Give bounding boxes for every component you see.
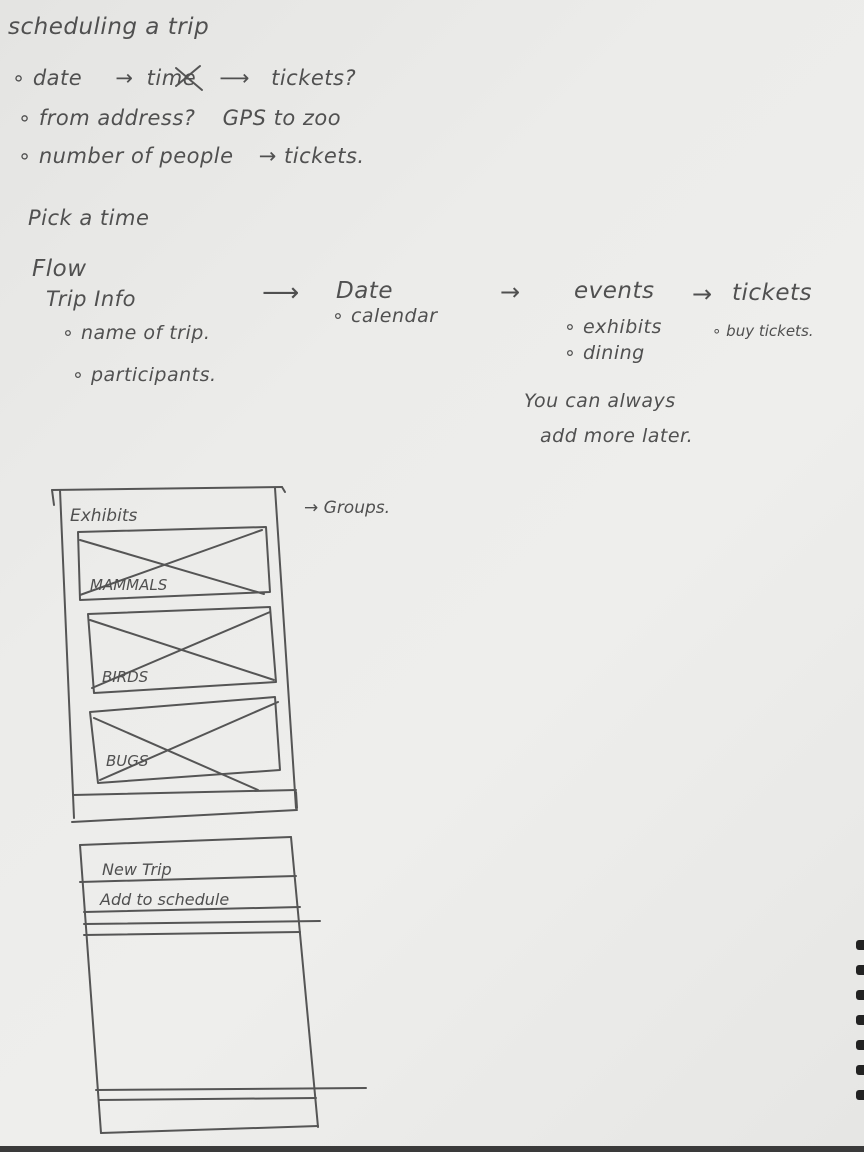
struck-word: time <box>146 66 197 90</box>
notes-title: scheduling a trip <box>8 14 210 40</box>
flow-step-item: ∘ participants. <box>72 364 217 386</box>
menu-item-new-trip[interactable]: New Trip <box>102 860 172 879</box>
flow-step-item: ∘ buy tickets. <box>712 322 814 340</box>
flow-step-date: Date <box>336 278 393 304</box>
bullet-icon: ∘ <box>332 305 351 327</box>
notebook-ring <box>856 1015 864 1025</box>
exhibit-card-mammals[interactable]: MAMMALS <box>78 528 270 600</box>
flow-step-item: ∘ calendar <box>332 305 438 327</box>
arrow-icon: → <box>115 66 134 90</box>
bullet-extra: GPS to zoo <box>222 106 342 130</box>
flow-label: Flow <box>32 256 87 282</box>
bullet-icon: ∘ <box>12 66 33 90</box>
pick-time-note: Pick a time <box>28 206 150 230</box>
bullet-icon: ∘ <box>18 106 39 130</box>
exhibit-card-label: BUGS <box>106 752 149 770</box>
exhibit-card-bugs[interactable]: BUGS <box>90 698 280 782</box>
notebook-ring <box>856 1090 864 1100</box>
notebook-ring <box>856 990 864 1000</box>
bullet-people-row: ∘ number of people → tickets. <box>18 144 365 168</box>
arrow-icon: → <box>692 280 713 308</box>
notebook-ring <box>856 1040 864 1050</box>
flow-step-tickets: tickets <box>732 280 813 306</box>
notebook-ring <box>856 940 864 950</box>
bullet-icon: ∘ <box>712 322 727 340</box>
bullet-icon: ∘ <box>72 364 91 386</box>
flow-step-item: ∘ dining <box>564 342 645 364</box>
notebook-ring <box>856 1065 864 1075</box>
exhibit-card-label: MAMMALS <box>90 576 168 594</box>
notebook-edge <box>0 1146 864 1152</box>
bullet-icon: ∘ <box>564 342 583 364</box>
flow-note-line1: You can always <box>524 390 676 412</box>
bullet-date-row: ∘ date → time ⟶ tickets? <box>12 66 356 90</box>
arrow-icon: ⟶ <box>219 66 250 90</box>
flow-step-item: ∘ name of trip. <box>62 322 211 344</box>
flow-step-item: ∘ exhibits <box>564 316 662 338</box>
flow-note-line2: add more later. <box>540 425 694 447</box>
bullet-target: tickets? <box>271 66 357 90</box>
bullet-people: number of people <box>38 144 234 168</box>
bullet-date: date <box>32 66 83 90</box>
bullet-address: from address? <box>38 106 196 130</box>
bullet-target: tickets. <box>284 144 365 168</box>
notebook-ring <box>856 965 864 975</box>
arrow-icon: ⟶ <box>262 278 300 308</box>
menu-item-add-to-schedule[interactable]: Add to schedule <box>100 890 230 909</box>
flow-step-events: events <box>574 278 655 304</box>
exhibit-card-label: BIRDS <box>102 668 149 686</box>
exhibits-header: Exhibits <box>70 506 138 526</box>
bullet-address-row: ∘ from address? GPS to zoo <box>18 106 341 130</box>
bullet-icon: ∘ <box>62 322 81 344</box>
groups-note: → Groups. <box>304 498 391 518</box>
flow-step-trip-info: Trip Info <box>46 287 136 311</box>
bullet-icon: ∘ <box>564 316 583 338</box>
bullet-icon: ∘ <box>18 144 39 168</box>
arrow-icon: → <box>258 144 277 168</box>
exhibit-card-birds[interactable]: BIRDS <box>88 608 276 692</box>
arrow-icon: → <box>500 278 521 306</box>
